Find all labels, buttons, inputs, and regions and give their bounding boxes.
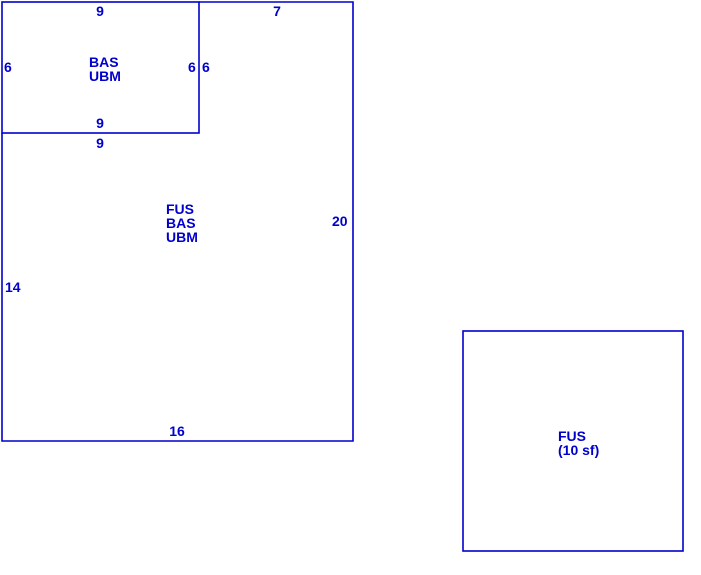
main-room-right-of-small-dim: 6 [202, 59, 210, 75]
small-room-outline [1, 1, 200, 134]
main-room-top-dim: 7 [273, 3, 281, 19]
small-room-bottom-dim: 9 [96, 115, 104, 131]
small-room-right-dim: 6 [188, 59, 196, 75]
small-room-label-2: UBM [89, 68, 121, 84]
separate-area-outline [462, 330, 684, 552]
main-room-top-below-small-dim: 9 [96, 135, 104, 151]
separate-area-label-1: FUS [558, 428, 586, 444]
small-room-label-1: BAS [89, 54, 119, 70]
small-room-top-dim: 9 [96, 3, 104, 19]
main-room-label-2: BAS [166, 215, 196, 231]
main-room-label-1: FUS [166, 201, 194, 217]
main-room-label-3: UBM [166, 229, 198, 245]
small-room-left-dim: 6 [4, 59, 12, 75]
main-room-right-dim: 20 [332, 213, 348, 229]
main-room-left-dim: 14 [5, 279, 21, 295]
separate-area-label-2: (10 sf) [558, 442, 599, 458]
main-room-bottom-dim: 16 [169, 423, 185, 439]
main-room-outline [1, 1, 354, 442]
